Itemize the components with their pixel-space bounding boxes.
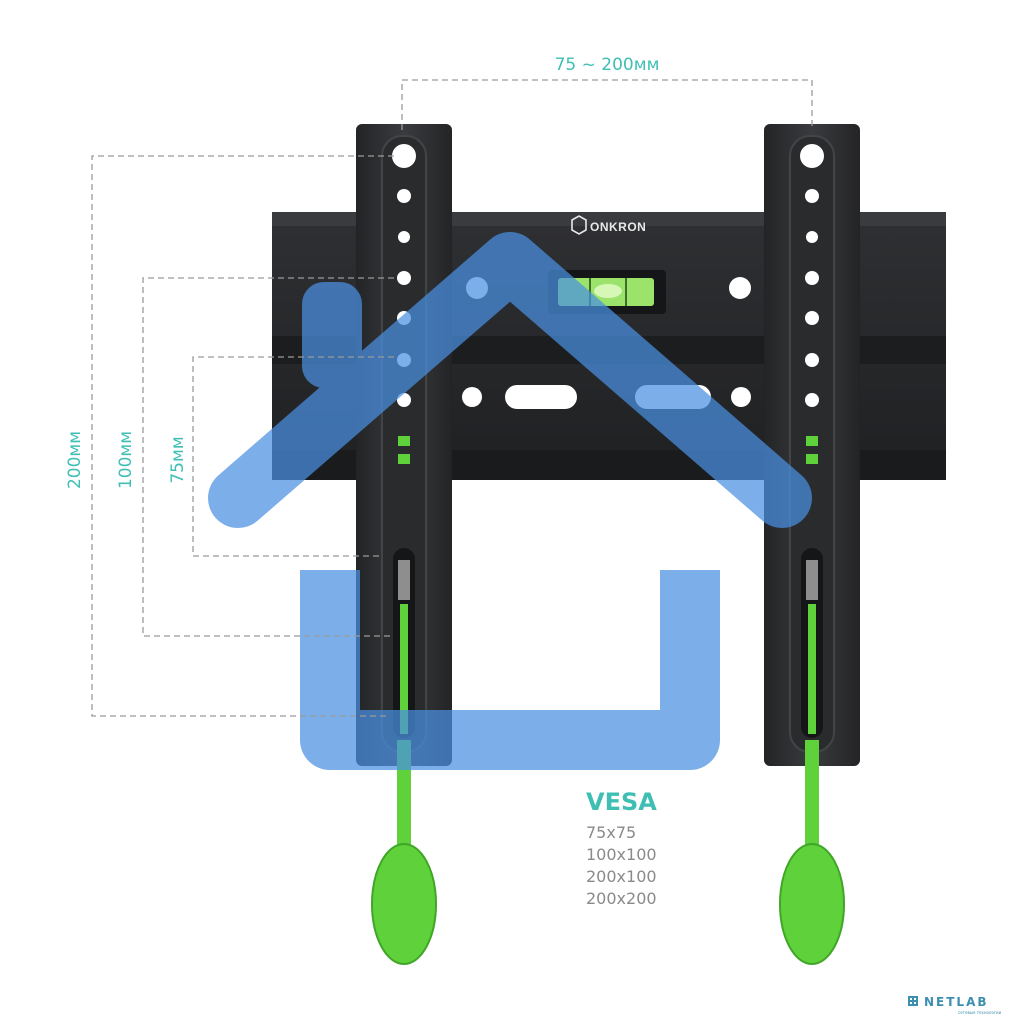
vesa-size-item: 75x75: [586, 823, 636, 842]
height-100-label: 100мм: [116, 431, 136, 489]
vesa-title: VESA: [586, 788, 657, 816]
left-release-strap: [371, 740, 437, 965]
dimension-lines: [91, 79, 813, 717]
netlab-tagline: сетевые технологии: [958, 1010, 1002, 1015]
right-arm: [764, 124, 860, 766]
height-200-label: 200мм: [65, 431, 85, 489]
vesa-info: VESA 75x75 100x100 200x100 200x200: [586, 788, 657, 908]
vesa-size-item: 100x100: [586, 845, 657, 864]
vesa-size-item: 200x200: [586, 889, 657, 908]
netlab-name: NETLAB: [924, 995, 989, 1009]
left-arm: [356, 124, 452, 766]
onkron-logo: ONKRON: [571, 215, 646, 235]
netlab-watermark: NETLAB сетевые технологии: [908, 995, 1002, 1015]
brand-name: ONKRON: [590, 220, 646, 234]
width-dimension-label: 75 ~ 200мм: [555, 55, 660, 75]
height-75-label: 75мм: [168, 436, 188, 483]
vesa-size-item: 200x100: [586, 867, 657, 886]
right-release-strap: [779, 740, 845, 965]
home-watermark-icon: [208, 232, 812, 770]
